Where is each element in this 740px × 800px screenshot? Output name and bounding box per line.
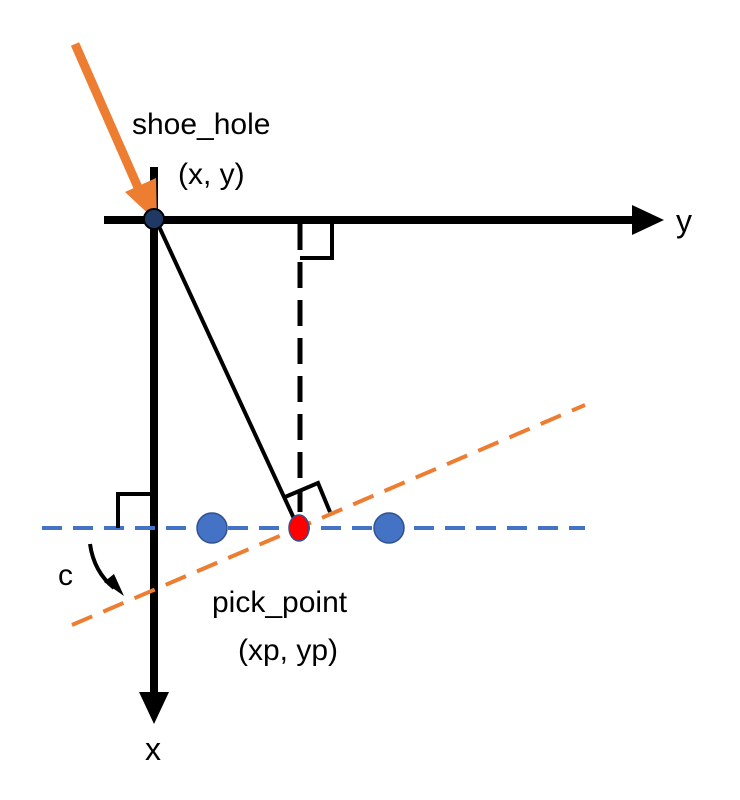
shoe-hole-label: shoe_hole (132, 108, 270, 141)
shoe-hole-coords-label: (x, y) (178, 158, 245, 191)
x-axis-label: x (145, 731, 161, 767)
angle-c-arrowhead (104, 574, 124, 596)
pick-point-label: pick_point (212, 586, 348, 619)
orange-dashed-line (71, 403, 586, 627)
orange-arrow-shaft (70, 42, 145, 194)
angle-c-label: c (58, 559, 73, 592)
blue-point-right (373, 512, 405, 544)
pick-point-marker (288, 514, 310, 542)
y-axis-arrowhead (632, 205, 664, 235)
right-angle-mark-pick (284, 480, 332, 513)
x-axis-arrowhead (139, 692, 169, 724)
y-axis-label: y (676, 203, 692, 239)
shoe-hole-marker (143, 208, 165, 230)
blue-point-left (196, 512, 228, 544)
right-angle-mark-left (116, 492, 152, 528)
pick-point-coords-label: (xp, yp) (238, 634, 338, 667)
right-angle-mark-top (300, 222, 334, 260)
shoe-to-pick-line (154, 219, 299, 526)
